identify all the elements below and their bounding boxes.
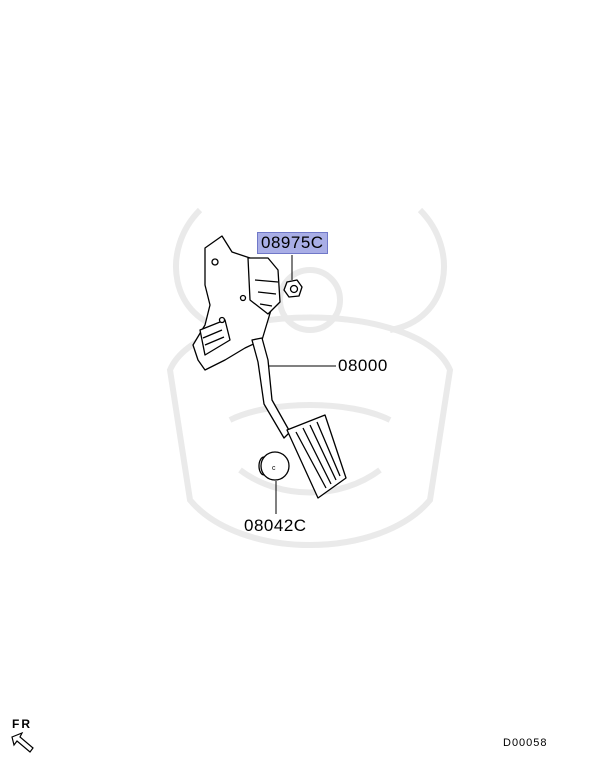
- leader-lines: [268, 255, 336, 514]
- front-arrow-icon: [11, 731, 34, 753]
- part-label-08042c[interactable]: 08042C: [244, 516, 307, 535]
- svg-text:c: c: [272, 465, 276, 472]
- direction-label: FR: [12, 717, 32, 731]
- part-label-08000[interactable]: 08000: [338, 356, 388, 375]
- accelerator-pedal-assembly: c: [192, 235, 347, 499]
- diagram-code: D00058: [503, 737, 548, 749]
- part-label-08975c[interactable]: 08975C: [257, 232, 328, 254]
